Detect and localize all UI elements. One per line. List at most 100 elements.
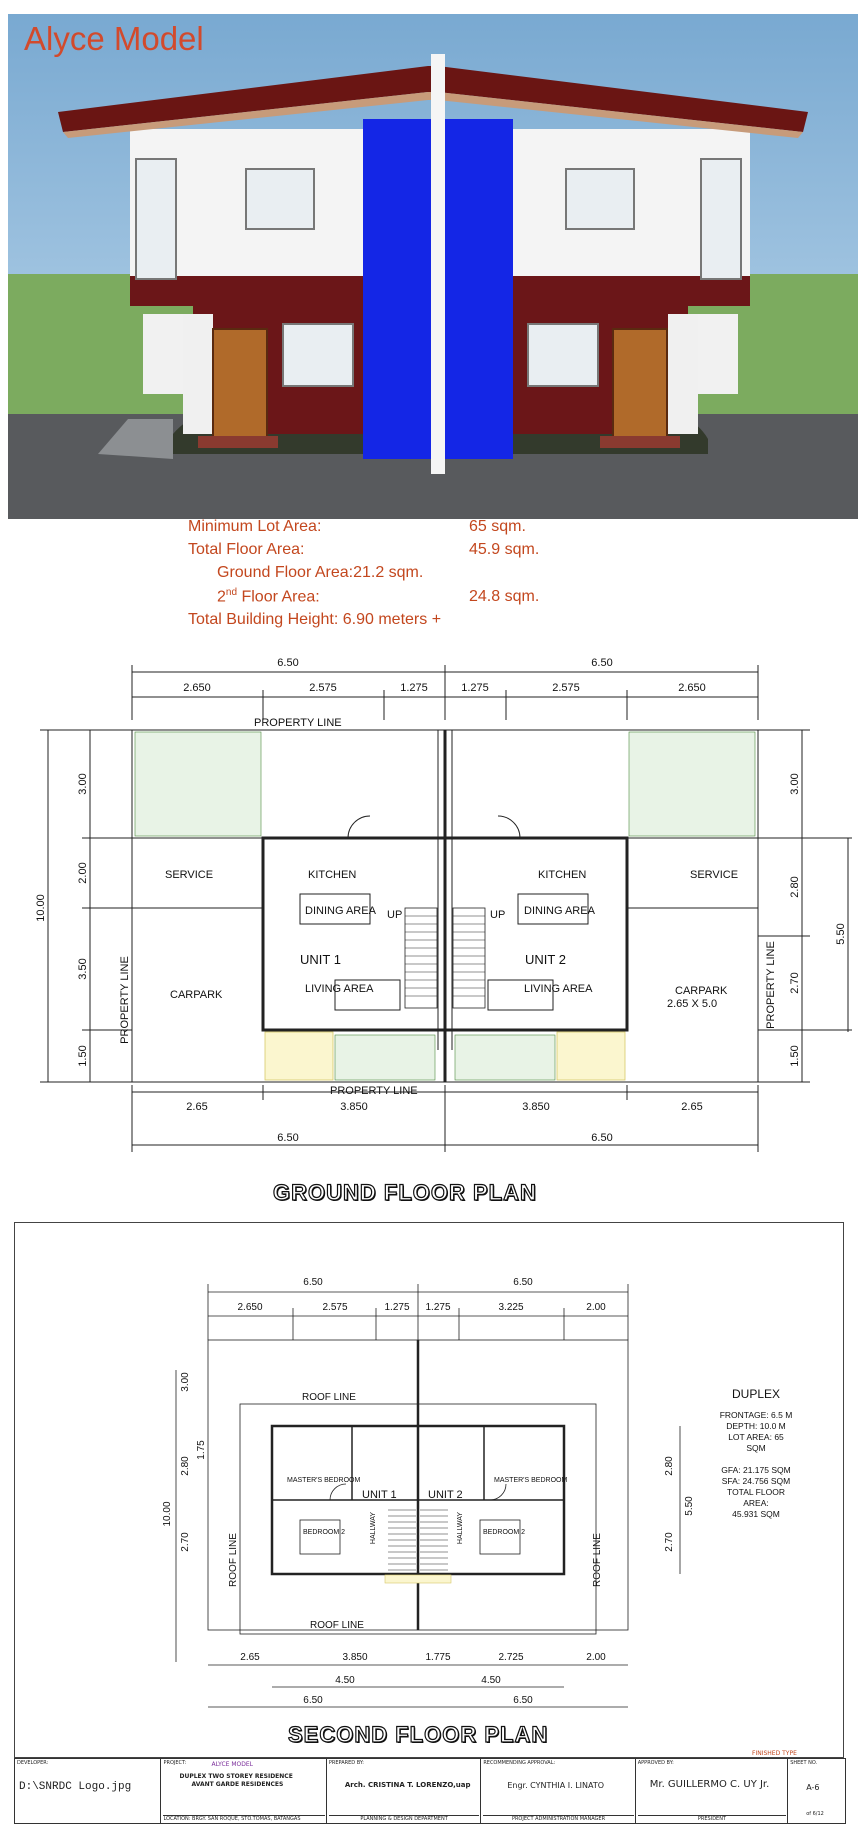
recommending-caption: RECOMMENDING APPROVAL: [483, 1760, 556, 1766]
recommending-cell: RECOMMENDING APPROVAL: Engr. CYNTHIA I. … [481, 1759, 636, 1823]
dim-label: 2.65 [186, 1101, 207, 1113]
room-service: SERVICE [165, 869, 213, 881]
duplex-info-line: AREA: [743, 1498, 769, 1508]
property-line-label: PROPERTY LINE [765, 941, 777, 1029]
room-master-bedroom: MASTER'S BEDROOM [287, 1477, 360, 1484]
dim-label: 6.50 [303, 1695, 323, 1706]
prepared-caption: PREPARED BY: [328, 1760, 364, 1766]
approved-caption: APPROVED BY: [637, 1760, 674, 1766]
sheet-caption: SHEET NO. [790, 1760, 818, 1766]
approved-title: PRESIDENT [637, 1815, 787, 1822]
dim-label: 2.65 [681, 1101, 702, 1113]
dim-label: 2.650 [678, 682, 706, 694]
project-cell: PROJECT: ALYCE MODEL DUPLEX TWO STOREY R… [161, 1759, 327, 1823]
dim-label: 5.50 [835, 923, 847, 944]
stair-up-label: UP [490, 909, 505, 921]
unit2-label: UNIT 2 [525, 952, 566, 967]
sheet-cell: SHEET NO. A-6 of 6/12 [788, 1759, 845, 1823]
unit1-label: UNIT 1 [300, 952, 341, 967]
roof-line-label: ROOF LINE [228, 1533, 239, 1587]
dim-label: 2.00 [77, 862, 89, 883]
dim-label: 2.80 [180, 1456, 191, 1476]
room-carpark: CARPARK [170, 989, 223, 1001]
room-dining: DINING AREA [305, 905, 377, 917]
duplex-info-line: FRONTAGE: 6.5 M [720, 1410, 793, 1420]
second-floor-value: 24.8 sqm. [469, 588, 540, 605]
min-lot-label: Minimum Lot Area: [188, 518, 322, 535]
total-floor-value: 45.9 sqm. [469, 541, 540, 558]
room-kitchen: KITCHEN [308, 869, 356, 881]
title-block: DEVELOPER: D:\SNRDC Logo.jpg PROJECT: AL… [14, 1758, 846, 1824]
prepared-department: PLANNING & DESIGN DEPARTMENT [328, 1815, 480, 1822]
dim-label: 2.575 [552, 682, 580, 694]
room-master-bedroom: MASTER'S BEDROOM [494, 1477, 567, 1484]
property-line-label: PROPERTY LINE [330, 1085, 418, 1097]
room-living: LIVING AREA [524, 983, 593, 995]
dim-label: 2.00 [586, 1652, 606, 1663]
dim-label: 2.80 [789, 876, 801, 897]
dim-label: 3.225 [498, 1302, 523, 1313]
dim-label: 3.00 [180, 1372, 191, 1392]
unit2-label: UNIT 2 [428, 1489, 463, 1501]
stair-up-label: UP [387, 909, 402, 921]
ground-floor-plan: 6.50 6.50 2.650 2.575 1.275 1.275 2.575 … [35, 657, 852, 1152]
total-floor-label: Total Floor Area: [188, 541, 305, 558]
dim-label: 4.50 [335, 1675, 355, 1686]
room-carpark: CARPARK [675, 985, 728, 997]
finished-type-label: FINISHED TYPE [752, 1750, 797, 1757]
dim-label: 1.75 [196, 1440, 207, 1460]
dim-label: 6.50 [277, 657, 298, 669]
room-service: SERVICE [690, 869, 738, 881]
ground-floor-area: Ground Floor Area:21.2 sqm. [217, 564, 424, 581]
dim-label: 3.00 [789, 773, 801, 794]
recommending-value: Engr. CYNTHIA I. LINATO [507, 1781, 605, 1790]
dim-label: 2.80 [664, 1456, 675, 1476]
dim-label: 1.50 [789, 1045, 801, 1066]
second-floor-plan-title: SECOND FLOOR PLAN [287, 1721, 549, 1747]
dim-label: 2.575 [322, 1302, 347, 1313]
property-line-label: PROPERTY LINE [254, 717, 342, 729]
dim-label: 3.850 [522, 1101, 550, 1113]
house-illustration [58, 54, 808, 474]
dim-label: 2.650 [237, 1302, 262, 1313]
duplex-info-line: 45.931 SQM [732, 1509, 780, 1519]
roof-line-label: ROOF LINE [592, 1533, 603, 1587]
dim-label: 6.50 [591, 1132, 612, 1144]
duplex-info-line: SQM [746, 1443, 765, 1453]
house-rendering: Alyce Model [8, 14, 858, 519]
dim-label: 2.650 [183, 682, 211, 694]
second-floor-sheet [14, 1222, 844, 1758]
dim-label: 6.50 [303, 1277, 323, 1288]
room-kitchen: KITCHEN [538, 869, 586, 881]
dim-label: 2.70 [789, 972, 801, 993]
ground-floor-plan-title: GROUND FLOOR PLAN [272, 1179, 537, 1205]
room-hallway: HALLWAY [370, 1512, 377, 1544]
second-floor-label: 2nd Floor Area: [217, 587, 320, 606]
dim-label: 3.850 [340, 1101, 368, 1113]
dim-label: 10.00 [162, 1501, 173, 1526]
dim-label: 1.775 [425, 1652, 450, 1663]
carpark-size: 2.65 X 5.0 [667, 998, 717, 1010]
dim-label: 1.275 [384, 1302, 409, 1313]
dim-label: 2.70 [180, 1532, 191, 1552]
dim-label: 1.275 [461, 682, 489, 694]
model-title: Alyce Model [24, 20, 204, 57]
dim-label: 6.50 [513, 1695, 533, 1706]
dim-label: 5.50 [684, 1496, 695, 1516]
dim-label: 2.725 [498, 1652, 523, 1663]
developer-cell: DEVELOPER: D:\SNRDC Logo.jpg [15, 1759, 162, 1823]
dim-label: 3.850 [342, 1652, 367, 1663]
developer-caption: DEVELOPER: [17, 1760, 49, 1766]
roof-line-label: ROOF LINE [310, 1620, 364, 1631]
min-lot-value: 65 sqm. [469, 518, 526, 535]
dim-label: 4.50 [481, 1675, 501, 1686]
prepared-value: Arch. CRISTINA T. LORENZO,uap [344, 1781, 471, 1789]
duplex-info-line: GFA: 21.175 SQM [721, 1465, 790, 1475]
duplex-info-line: DEPTH: 10.0 M [726, 1421, 786, 1431]
sheet-number: A-6 [806, 1783, 820, 1792]
dim-label: 3.00 [77, 773, 89, 794]
property-line-label: PROPERTY LINE [119, 956, 131, 1044]
recommending-title: PROJECT ADMINISTRATION MANAGER [483, 1815, 634, 1822]
room-bedroom-2: BEDROOM 2 [483, 1529, 525, 1536]
duplex-info-line: TOTAL FLOOR [727, 1487, 785, 1497]
